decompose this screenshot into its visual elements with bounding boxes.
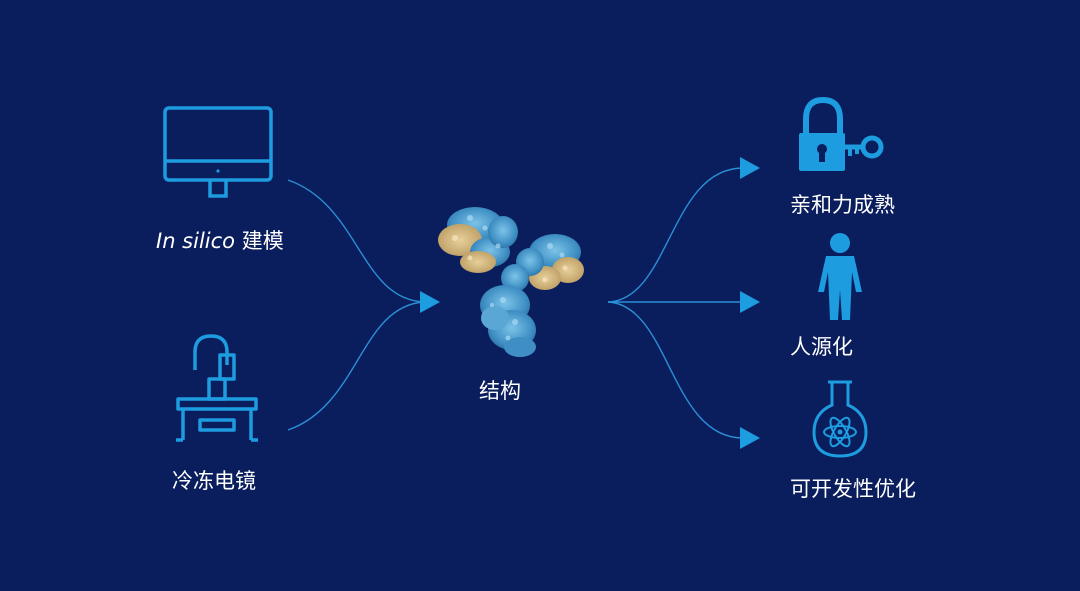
arrowhead-affinity [740,157,760,179]
label-structure: 结构 [479,379,521,403]
person-icon [818,233,862,320]
arrowhead-humanization [740,291,760,313]
label-cryo-em: 冷冻电镜 [172,469,256,493]
arrowhead-developability [740,427,760,449]
arrowhead-center [420,291,440,313]
label-affinity-maturation: 亲和力成熟 [790,193,895,217]
label-in-silico-modeling: In silico 建模 [156,231,284,252]
lock-and-key-icon [799,96,884,171]
connector-insilico-to-structure [287,179,426,303]
connectors [287,167,744,439]
flask-atom-icon [812,380,868,458]
cryo-em-microscope-icon [176,334,258,442]
antibody-structure [438,207,584,357]
label-developability-optimization: 可开发性优化 [790,477,916,501]
label-in-silico-italic: In silico [156,229,236,253]
label-in-silico-rest: 建模 [235,229,284,253]
connector-cryoem-to-structure [287,301,426,431]
label-humanization: 人源化 [790,335,853,359]
connector-structure-to-affinity [607,167,744,303]
connector-structure-to-developability [607,301,744,439]
monitor-icon [163,106,273,198]
arrowheads [420,157,760,449]
